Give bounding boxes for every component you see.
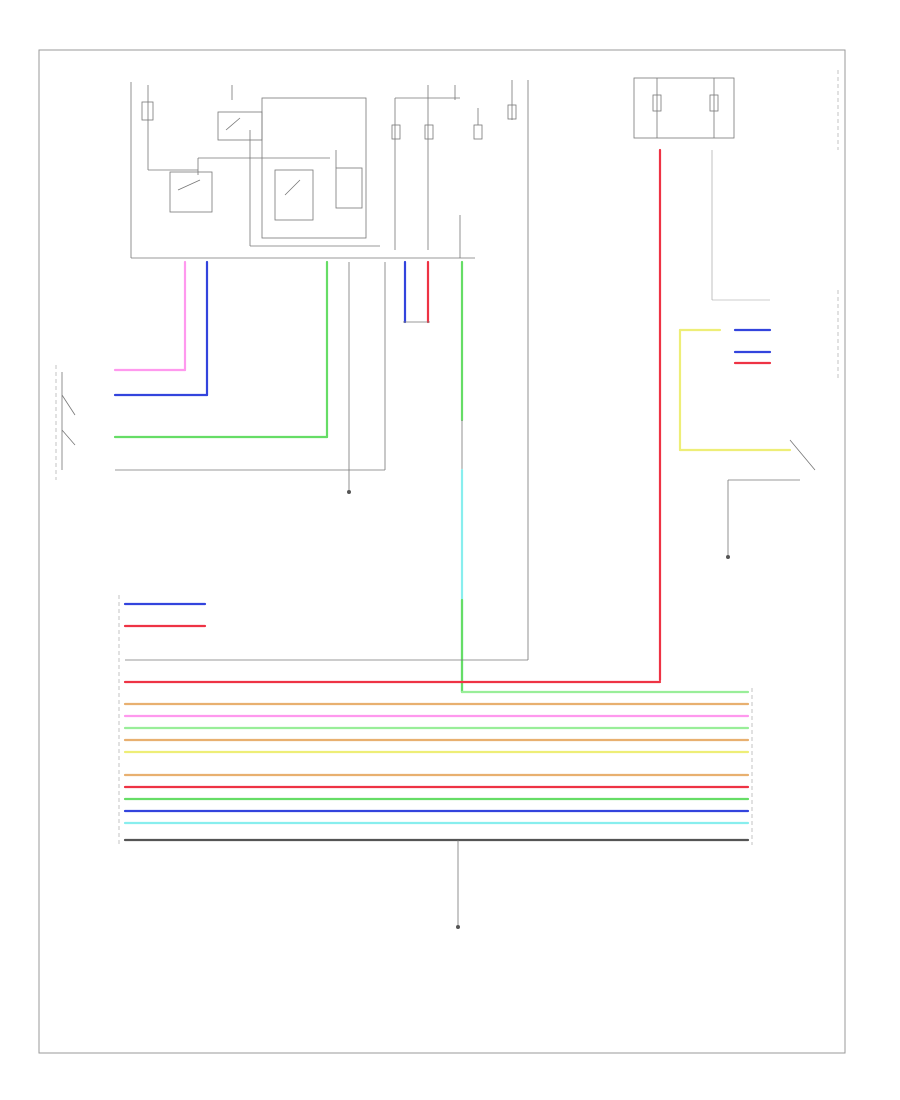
vertical-wires: [183, 130, 792, 694]
diagram-frame: [38, 49, 846, 1054]
left-switch: [55, 365, 385, 494]
right-fuse-block: [633, 70, 839, 301]
right-connector: [678, 290, 839, 559]
fuse-relay-block: [130, 80, 529, 259]
harness-bus: [118, 595, 753, 929]
